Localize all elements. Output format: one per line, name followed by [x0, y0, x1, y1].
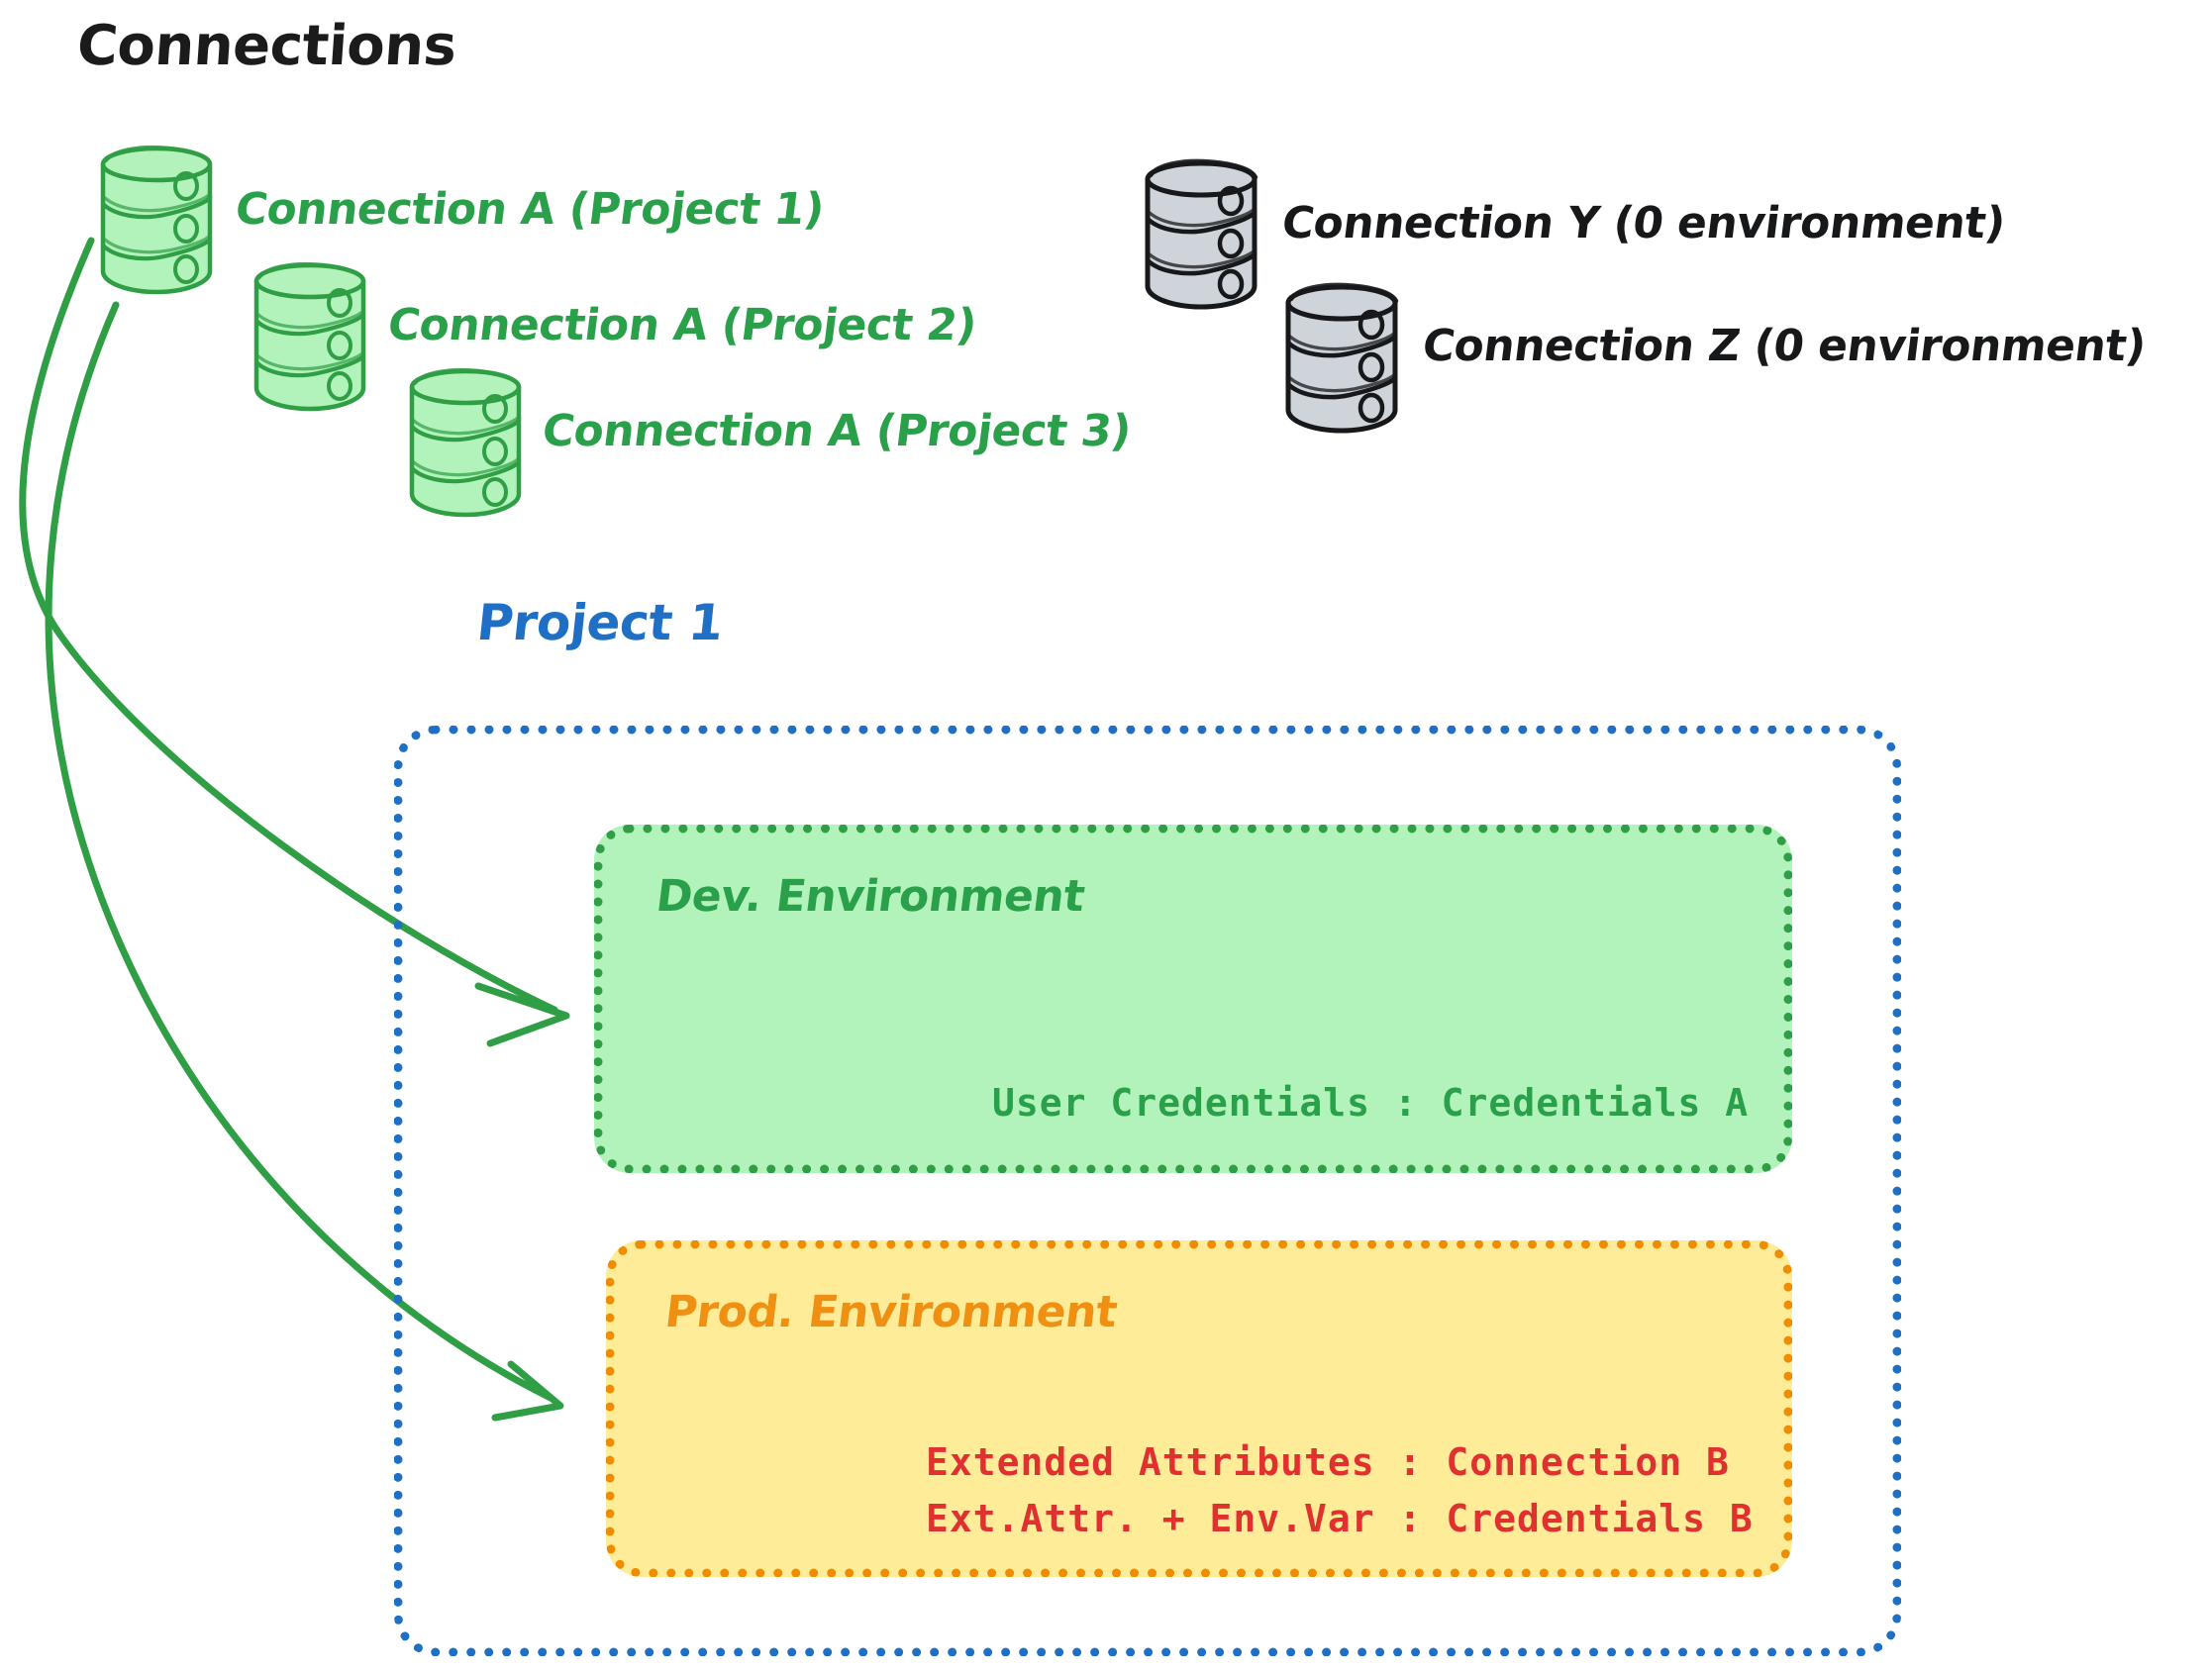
dev-environment-entry: User Credentials : Credentials A — [992, 1081, 1750, 1125]
connection-y-label: Connection Y (0 environment) — [1278, 198, 2008, 248]
connection-z-label: Connection Z (0 environment) — [1419, 321, 2149, 371]
connection-a-project-1-icon[interactable] — [103, 148, 210, 292]
prod-environment-title: Prod. Environment — [661, 1287, 1120, 1337]
connection-a-project-3-icon[interactable] — [412, 370, 519, 515]
prod-environment-entry: Extended Attributes : Connection B — [926, 1440, 1730, 1484]
dev-environment-box[interactable] — [594, 825, 1792, 1173]
connection-a-project-1-label: Connection A (Project 1) — [232, 184, 827, 235]
connection-a-project-2-icon[interactable] — [256, 264, 363, 409]
connection-a-project-3-label: Connection A (Project 3) — [539, 406, 1134, 456]
connection-y-icon[interactable] — [1148, 161, 1256, 307]
dev-environment-title: Dev. Environment — [653, 871, 1088, 922]
connection-a-project-2-label: Connection A (Project 2) — [384, 300, 979, 350]
project-1-container — [394, 726, 1901, 1656]
project-1-label: Project 1 — [473, 594, 727, 651]
connector-arrow-to-prod — [45, 301, 564, 1422]
prod-environment-box[interactable] — [606, 1240, 1792, 1577]
connection-z-icon[interactable] — [1288, 285, 1396, 431]
page-title: Connections — [74, 14, 458, 78]
prod-environment-entry: Ext.Attr. + Env.Var : Credentials B — [926, 1497, 1754, 1540]
